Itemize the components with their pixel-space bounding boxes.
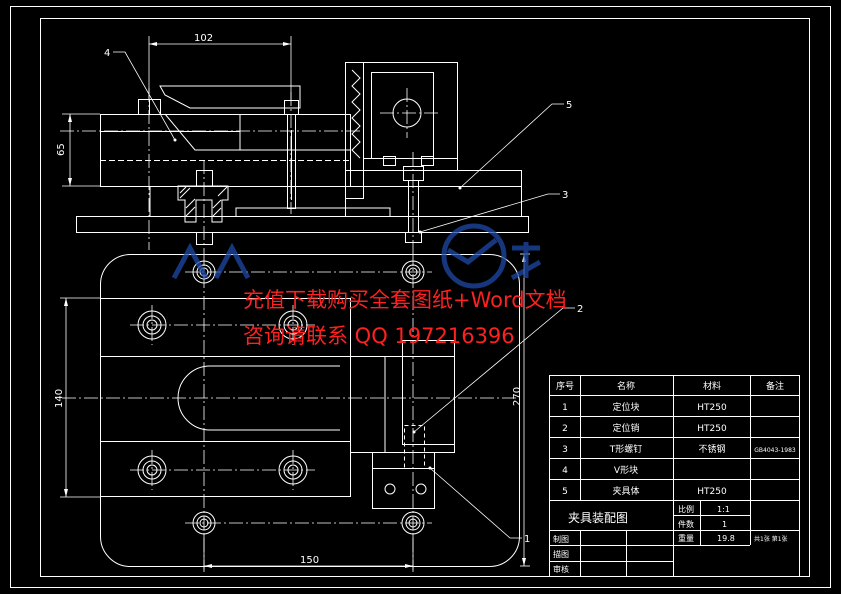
- scale-label: 比例: [678, 504, 694, 514]
- bom-row-name: V形块: [614, 464, 638, 476]
- watermark-line-1: 充值下载购买全套图纸+Word文档: [243, 288, 567, 312]
- bom-row-no: 1: [562, 403, 568, 413]
- plan-view: [100, 254, 520, 567]
- bom-row-material: HT250: [697, 487, 727, 497]
- pin-hole-left: [384, 483, 396, 495]
- leader-dots: [173, 138, 462, 470]
- bolt-tail-left: [196, 232, 213, 245]
- bom-row-no: 2: [562, 424, 568, 434]
- leader-5: [459, 103, 564, 189]
- bom-header-note: 备注: [766, 380, 784, 392]
- outer-border: [10, 6, 831, 588]
- v-notch-top: [159, 85, 301, 109]
- bom-row-name: 夹具体: [612, 485, 639, 497]
- drawing-frame: [10, 6, 831, 588]
- bracket-hatch: [351, 69, 361, 159]
- pin-hidden: [404, 425, 425, 469]
- bracket-screw-right: [421, 156, 434, 166]
- scale-value: 1:1: [717, 505, 730, 514]
- qty-label: 件数: [678, 519, 694, 529]
- pin-hole-right: [415, 483, 427, 495]
- logo-char-icon: [510, 242, 542, 281]
- inner-border: [40, 18, 810, 577]
- dim-65: 65: [56, 143, 67, 156]
- center-lines-plan: [62, 252, 520, 570]
- t-bolt-tail: [405, 232, 422, 243]
- balloon-labels: 4 5 3 2 1: [104, 48, 583, 545]
- section-hatching: [179, 186, 228, 217]
- logo-check-icon: [446, 238, 498, 266]
- leader-4: [113, 51, 176, 141]
- bom-row-name: 定位块: [612, 401, 639, 413]
- drawing-title: 夹具装配图: [568, 511, 628, 525]
- leader-2: [413, 307, 575, 433]
- bom-row-note: GB4043-1983: [754, 447, 796, 454]
- bracket-foot: [345, 170, 522, 217]
- bom-row-no: 3: [562, 445, 568, 455]
- leader-3: [419, 193, 560, 233]
- designed-by-label: 描图: [553, 549, 569, 559]
- weight-label: 重量: [678, 533, 694, 543]
- watermark-line-2: 咨询请联系 QQ 197216396: [243, 324, 515, 348]
- balloon-4: 4: [104, 48, 110, 59]
- bom-row-no: 5: [562, 487, 568, 497]
- title-block-grid: [549, 500, 800, 577]
- qty-value: 1: [722, 520, 727, 529]
- locating-block-upper: [402, 340, 455, 445]
- weight-value: 19.8: [717, 534, 735, 543]
- dimension-arrows: [64, 42, 526, 568]
- dimension-labels: 102 65 140 270 150: [54, 33, 523, 566]
- title-block-text: 夹具装配图 比例 1:1 件数 1 重量 19.8 共1张 第1张 制图 描图 …: [553, 504, 788, 574]
- locating-pin-block: [372, 452, 435, 509]
- dim-270: 270: [512, 387, 523, 406]
- bom-table-grid: [549, 375, 800, 501]
- logo-people-icon: [171, 242, 251, 280]
- bom-row-no: 4: [562, 466, 568, 476]
- bom-row-name: 定位销: [612, 422, 639, 434]
- dim-150: 150: [300, 555, 319, 566]
- bom-row-material: HT250: [697, 424, 727, 434]
- front-view: [76, 62, 529, 245]
- bom-row-material: 不锈钢: [698, 443, 725, 455]
- drawn-by-label: 制图: [553, 534, 569, 544]
- balloon-1: 1: [524, 534, 530, 545]
- dim-102: 102: [194, 33, 213, 44]
- balloon-5: 5: [566, 100, 572, 111]
- balloon-3: 3: [562, 190, 568, 201]
- section-outline: [177, 185, 229, 223]
- base-plate: [76, 216, 529, 233]
- bracket-screw-left: [383, 156, 396, 166]
- locating-pin: [287, 114, 296, 209]
- checked-by-label: 审核: [553, 564, 569, 574]
- logo-watermark: [171, 223, 542, 289]
- center-lines-front: [60, 88, 440, 252]
- bom-header-name: 名称: [617, 380, 635, 392]
- balloon-2: 2: [577, 304, 583, 315]
- dim-140: 140: [54, 389, 65, 408]
- bom-header-no: 序号: [556, 380, 574, 392]
- leader-lines: [113, 51, 575, 539]
- leader-1: [429, 467, 522, 539]
- bom-row-material: HT250: [697, 403, 727, 413]
- nut-section: [196, 170, 213, 187]
- logo-ring-icon: [441, 223, 507, 289]
- body-step: [149, 186, 391, 216]
- bom-header-material: 材料: [703, 380, 721, 392]
- bom-row-name: T形螺钉: [609, 443, 643, 455]
- bom-table-text: 序号 名称 材料 备注 1 定位块 HT250 2 定位销 HT250 3 T形…: [556, 380, 796, 497]
- sheet-info: 共1张 第1张: [754, 535, 788, 543]
